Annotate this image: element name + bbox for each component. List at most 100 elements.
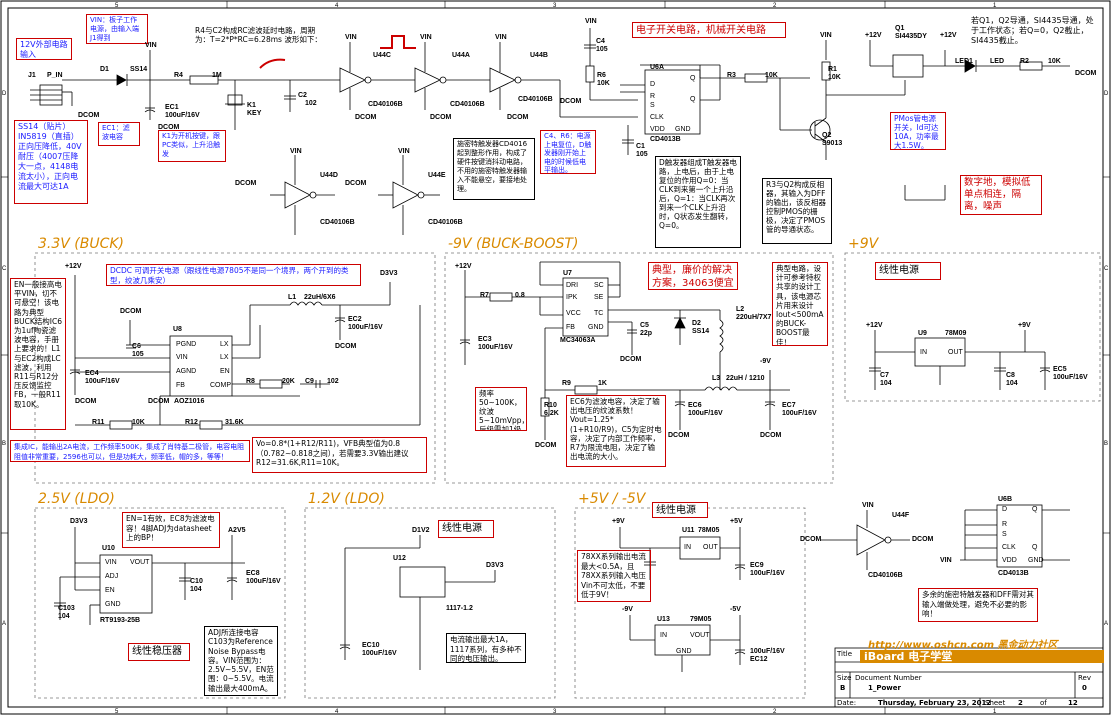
label-q2-value: S9013 <box>822 140 843 147</box>
net-dcom-u4f: DCOM <box>800 536 822 543</box>
note-digital-ground: 数字地，模拟低单点相连，隔离，噪声 <box>960 175 1042 215</box>
label-ec6: EC6 <box>688 402 702 409</box>
label-led: LED <box>990 58 1004 65</box>
pin-vin-u8: VIN <box>176 354 188 361</box>
net-dcom-buck-1: DCOM <box>120 308 142 315</box>
label-d2-value: SS14 <box>692 328 710 335</box>
pin-en-u8: EN <box>220 368 230 375</box>
label-ec1-value: 100uF/16V <box>165 112 200 119</box>
label-cd4013b-a: CD4013B <box>650 136 681 143</box>
label-ec4-value: 100uF/16V <box>85 378 120 385</box>
label-u12: U12 <box>393 555 406 562</box>
buck-wiring <box>69 275 421 430</box>
label-ec10-value: 100uF/16V <box>362 650 397 657</box>
label-r4: R4 <box>174 72 183 79</box>
label-ec7-value: 100uF/16V <box>782 410 817 417</box>
pin-gnd-u10: GND <box>105 601 121 608</box>
pin-qn-u6a: Q <box>690 96 696 103</box>
section-plus9: +9V <box>848 236 879 252</box>
section-buck: 3.3V (BUCK) <box>38 236 125 252</box>
pin-gnd-u13: GND <box>676 648 692 655</box>
ldo12-wiring <box>339 535 496 670</box>
label-c2-value: 102 <box>305 100 317 107</box>
label-u7: U7 <box>563 270 572 277</box>
pin-gnd-u6a: GND <box>675 126 691 133</box>
label-led1: LED1 <box>955 58 973 65</box>
note-ss14: SS14（贴片）IN5819（直插）正向压降低，40V耐压（4007压降大一点，… <box>14 120 88 204</box>
frame-letter-c: C <box>2 266 7 272</box>
net-p12-top: +12V <box>865 32 882 39</box>
label-l3: L3 <box>712 375 721 382</box>
label-c6: C6 <box>132 343 141 350</box>
net-vin-5: VIN <box>585 18 597 25</box>
pin-in-u13: IN <box>660 632 667 639</box>
pin-en-u10: EN <box>105 587 115 594</box>
label-c9: C9 <box>305 378 314 385</box>
label-q1: Q1 <box>895 25 905 32</box>
pin-vcc: VCC <box>566 310 581 317</box>
frame-num-4: 4 <box>335 3 339 9</box>
label-c7-value: 104 <box>880 380 892 387</box>
frame-num-3b: 3 <box>553 709 557 715</box>
frame-num-1: 1 <box>993 3 997 9</box>
pin-se: SE <box>594 294 604 301</box>
label-cd40106b-e: CD40106B <box>428 219 463 226</box>
pin-pgnd: PGND <box>176 341 197 348</box>
label-c8-value: 104 <box>1006 380 1018 387</box>
note-c4r6: C4、R6：电源上电复位，D触发器刚开始上电的时候低电平输出。 <box>540 130 596 174</box>
label-ec6-value: 100uF/16V <box>688 410 723 417</box>
label-k1: K1 <box>247 102 256 109</box>
pin-vdd-u6b: VDD <box>1002 557 1017 564</box>
pin-gnd-u7: GND <box>588 324 604 331</box>
label-r2-value: 10K <box>1048 58 1061 65</box>
note-r3q2: R3与Q2构成反相器，其输入为DFF的输出，该反相器控制PMOS的栅极，决定了P… <box>762 178 832 244</box>
note-78xx: 78XX系列输出电流最大<0.5A，且78XX系列输入电压Vin不可太低，不要低… <box>577 550 651 602</box>
label-r2: R2 <box>1020 58 1029 65</box>
net-d3v3-buck: D3V3 <box>380 270 398 277</box>
label-r11-value: 10K <box>132 419 145 426</box>
label-c1: C1 <box>636 143 645 150</box>
label-r6: R6 <box>597 72 606 79</box>
note-en1: EN=1有效，EC8为滤波电容！4脚ADJ为datasheet上的BP！ <box>122 512 220 548</box>
label-r1-value: 10K <box>828 74 841 81</box>
pin-out-u11: OUT <box>703 544 718 551</box>
pin-q-u6a: Q <box>690 75 696 82</box>
net-vin-2: VIN <box>345 34 357 41</box>
label-r1: R1 <box>828 66 837 73</box>
pin-adj: ADJ <box>105 573 119 580</box>
net-dcom-5: DCOM <box>507 114 529 121</box>
label-u11: U11 <box>682 527 695 534</box>
label-l2-value: 220uH/7X7 <box>736 314 772 321</box>
net-dcom-bb-1: DCOM <box>620 356 642 363</box>
note-en: EN一般接高电平VIN，切不可悬空！该电路为典型BUCK结构IC6为1uf陶瓷滤… <box>10 278 66 430</box>
net-vin-3: VIN <box>420 34 432 41</box>
net-dcom-1: DCOM <box>78 112 100 119</box>
net-p9: +9V <box>1018 322 1031 329</box>
pin-q-u6b: Q <box>1032 506 1038 513</box>
label-ec9: EC9 <box>750 562 764 569</box>
pin-tc: TC <box>594 310 604 317</box>
label-u10: U10 <box>102 545 115 552</box>
label-r4-value: 1M <box>212 72 222 79</box>
label-k1-value: KEY <box>247 110 262 117</box>
note-linear-psu3: 线性电源 <box>652 502 708 518</box>
note-1117: 电流输出最大1A，1117系列，有多种不同的电压输出。 <box>446 633 526 663</box>
label-ec3-value: 100uF/16V <box>478 344 513 351</box>
label-c4: C4 <box>596 38 605 45</box>
net-vin-u4f: VIN <box>862 502 874 509</box>
label-u6b: U6B <box>998 496 1013 503</box>
title-label: Title <box>837 650 853 658</box>
label-u11-value: 78M05 <box>698 527 720 534</box>
net-dcom-8: DCOM <box>235 180 257 187</box>
date-label: Date: <box>837 699 857 707</box>
net-p12-top2: +12V <box>940 32 957 39</box>
label-ec2-value: 100uF/16V <box>348 324 383 331</box>
label-u9: U9 <box>918 330 927 337</box>
label-j1: J1 <box>28 72 36 79</box>
note-linear-reg: 线性稳压器 <box>128 643 190 661</box>
label-r7: R7 <box>480 292 489 299</box>
label-ec10: EC10 <box>362 642 380 649</box>
net-vin-4: VIN <box>495 34 507 41</box>
pin-vout-u13: VOUT <box>690 632 710 639</box>
net-m9-5: -9V <box>622 606 633 613</box>
